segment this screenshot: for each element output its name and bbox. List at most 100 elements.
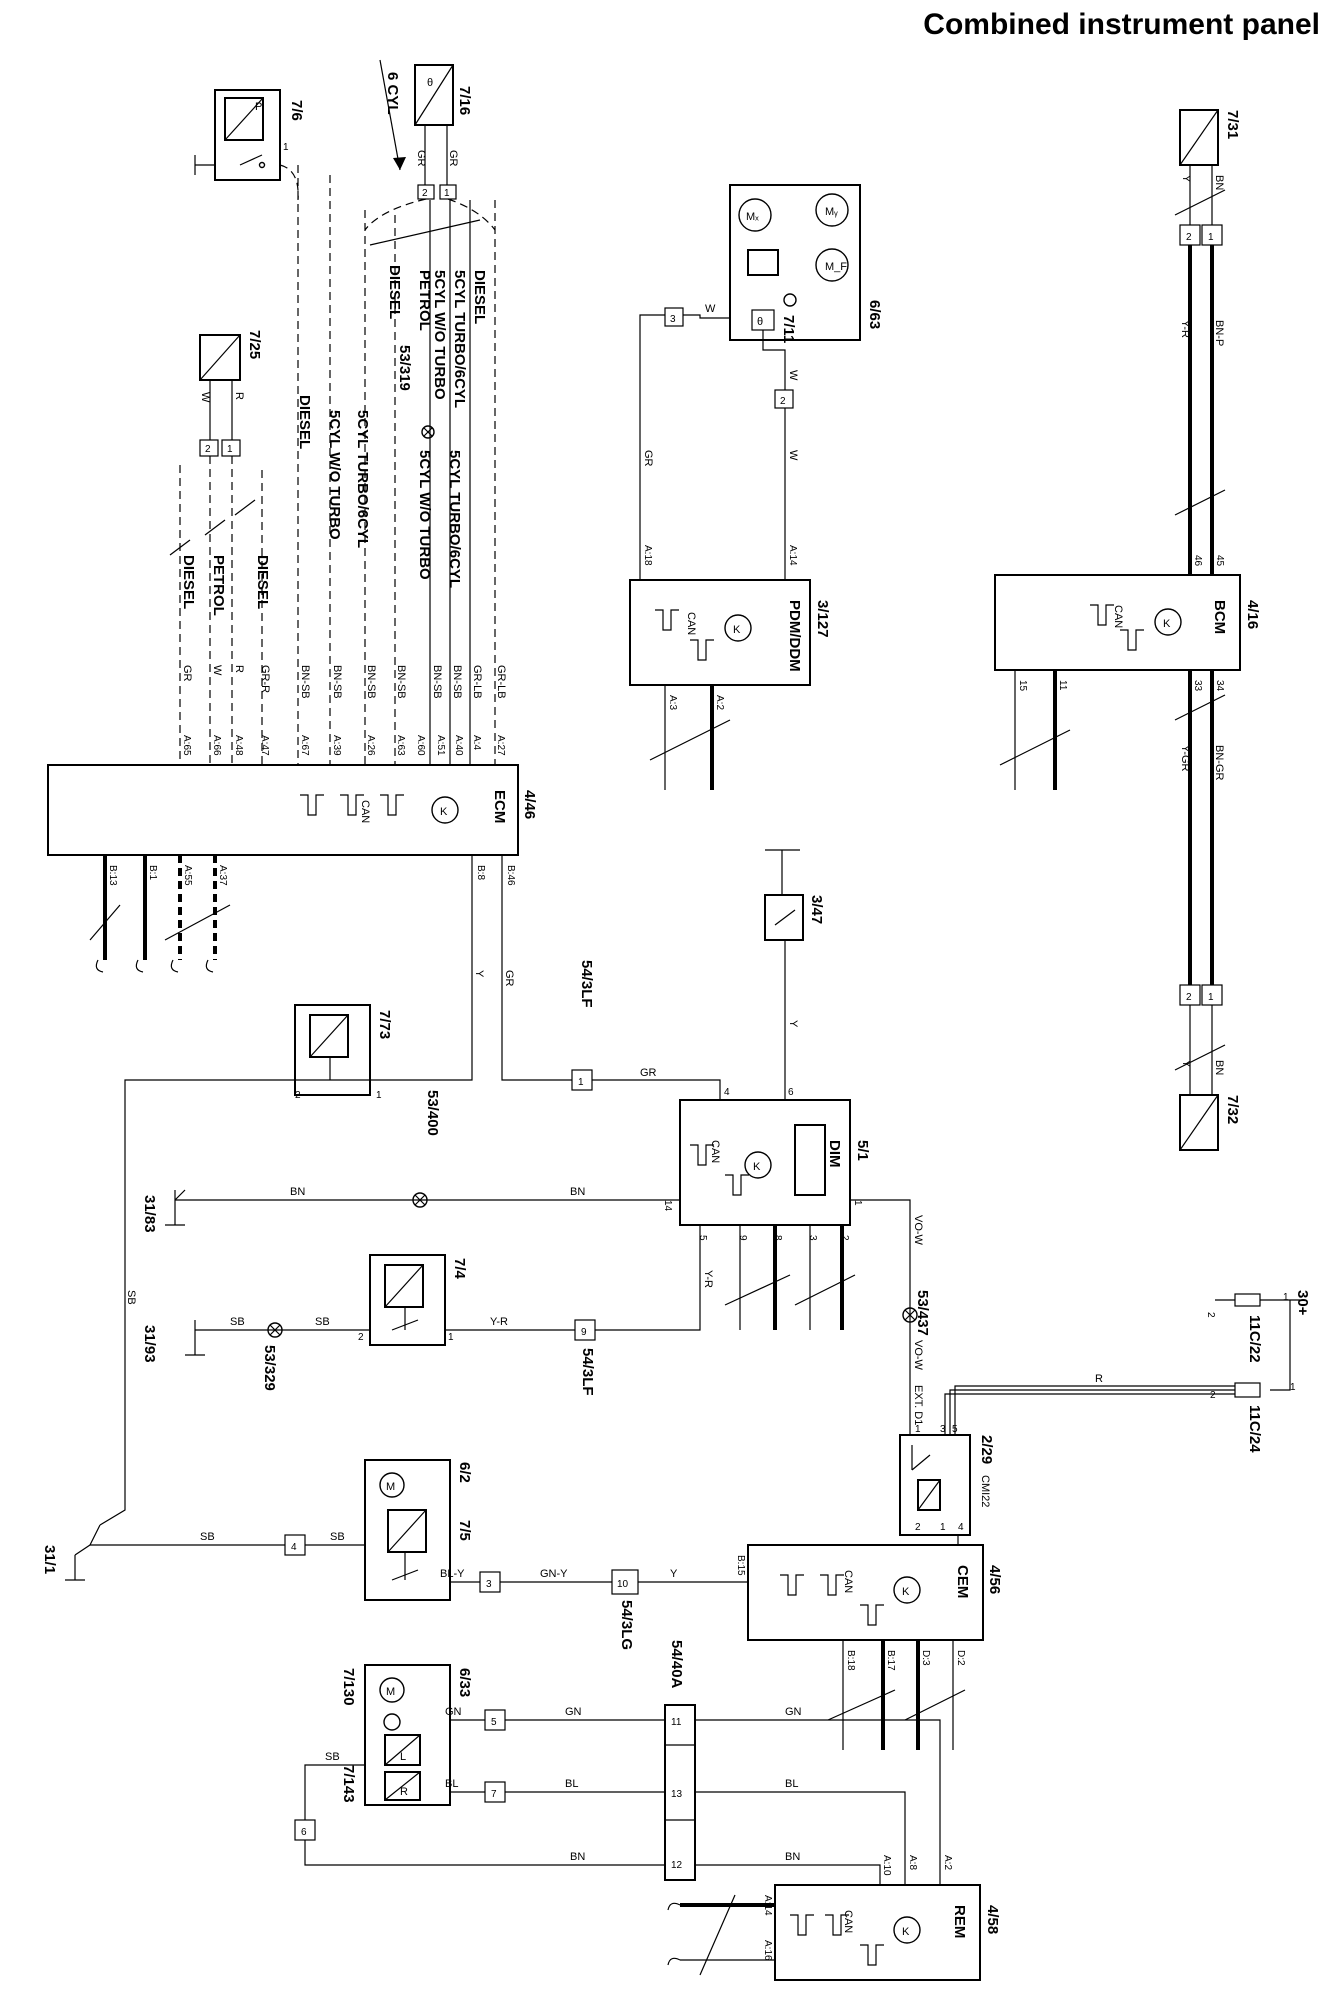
- svg-text:BN-SB: BN-SB: [331, 665, 343, 699]
- motor-6-33: M 6/33 7/130 L R 7/143: [340, 1664, 473, 1806]
- svg-text:31/93: 31/93: [141, 1325, 158, 1363]
- svg-text:7/4: 7/4: [451, 1258, 468, 1280]
- sb-ground-circuit: 31/93 SB SB 53/329 Y-R 9 Y-R 54/3LF SB: [125, 1225, 714, 1396]
- svg-text:3: 3: [940, 1424, 946, 1435]
- label-7-6: 7/6: [288, 100, 305, 121]
- svg-text:GR: GR: [181, 665, 193, 682]
- svg-text:6: 6: [788, 1087, 794, 1098]
- svg-text:SB: SB: [200, 1531, 215, 1543]
- svg-text:1: 1: [444, 188, 450, 199]
- svg-text:D:2: D:2: [955, 1650, 966, 1666]
- svg-text:Y-GR: Y-GR: [1179, 745, 1191, 772]
- svg-text:BN-SB: BN-SB: [365, 665, 377, 699]
- rem-module: K REM 4/58 CAN A:14 A:16: [667, 1884, 1001, 1981]
- svg-text:SB: SB: [315, 1316, 330, 1328]
- svg-text:Y: Y: [670, 1568, 678, 1580]
- svg-text:1: 1: [1290, 1382, 1296, 1393]
- svg-text:CAN: CAN: [842, 1910, 854, 1933]
- svg-text:13: 13: [671, 1789, 683, 1800]
- svg-text:9: 9: [581, 1327, 587, 1338]
- switch-3-47: 3/47 Y: [764, 849, 825, 1100]
- svg-text:A:27: A:27: [495, 735, 506, 756]
- cem-module: K CEM 4/56 CAN B:15 B:18 B:17 D:3 D:2: [735, 1544, 1003, 1750]
- sensor-7-25: 7/25 W R 2 1: [199, 330, 263, 457]
- ecm-pin-labels: GR W R GR-R BN-SB BN-SB BN-SB BN-SB BN-S…: [181, 665, 507, 756]
- svg-text:A:60: A:60: [415, 735, 426, 756]
- svg-text:6/2: 6/2: [456, 1462, 473, 1483]
- svg-text:7: 7: [491, 1789, 497, 1800]
- fuse-circuit: 2 1 30+ 11C/22 1 11C/24 R 2: [944, 1290, 1311, 1453]
- svg-text:A:66: A:66: [211, 735, 222, 756]
- svg-text:4/58: 4/58: [984, 1905, 1001, 1934]
- ecm-ref: 4/46: [521, 790, 538, 819]
- svg-text:BL: BL: [785, 1778, 798, 1790]
- svg-text:5: 5: [697, 1235, 708, 1241]
- svg-text:5CYL W/O TURBO: 5CYL W/O TURBO: [431, 270, 448, 400]
- ground-31-83-circuit: 31/83 BN BN 53/400: [141, 1090, 680, 1233]
- svg-text:PDM/DDM: PDM/DDM: [786, 600, 803, 672]
- svg-text:33: 33: [1192, 680, 1203, 692]
- svg-text:Mₓ: Mₓ: [746, 211, 759, 223]
- svg-text:31/1: 31/1: [41, 1545, 58, 1574]
- svg-text:5CYL W/O TURBO: 5CYL W/O TURBO: [326, 410, 343, 540]
- svg-text:BN-SB: BN-SB: [395, 665, 407, 699]
- svg-text:7/11: 7/11: [780, 315, 797, 343]
- svg-text:L: L: [400, 1751, 406, 1763]
- svg-text:B:17: B:17: [885, 1650, 896, 1671]
- svg-text:11: 11: [1057, 680, 1068, 691]
- svg-text:A:65: A:65: [181, 735, 192, 756]
- wire-label: W: [199, 392, 211, 403]
- svg-text:R: R: [233, 665, 245, 673]
- svg-text:DIM: DIM: [826, 1140, 843, 1168]
- svg-text:7/5: 7/5: [456, 1520, 473, 1541]
- svg-text:2: 2: [358, 1332, 364, 1343]
- svg-text:45: 45: [1214, 555, 1225, 567]
- sensor-7-73: 7/73 2 1: [294, 1004, 393, 1101]
- svg-text:1: 1: [940, 1522, 946, 1533]
- svg-text:2/29: 2/29: [978, 1435, 995, 1464]
- svg-text:46: 46: [1192, 555, 1203, 567]
- svg-text:BL: BL: [445, 1778, 458, 1790]
- svg-text:2: 2: [205, 444, 211, 455]
- svg-text:4/16: 4/16: [1244, 600, 1261, 629]
- svg-text:31/83: 31/83: [141, 1195, 158, 1233]
- sensor-7-6: P 7/6 1: [194, 89, 305, 181]
- svg-text:BN-SB: BN-SB: [299, 665, 311, 699]
- svg-text:SB: SB: [330, 1531, 345, 1543]
- svg-text:34: 34: [1214, 680, 1225, 692]
- svg-text:K: K: [902, 1586, 910, 1598]
- sensor-7-4: 7/4 2 1: [358, 1254, 468, 1346]
- svg-text:14: 14: [662, 1200, 673, 1212]
- svg-text:BN-P: BN-P: [1213, 320, 1225, 346]
- dim-module: K DIM 5/1 CAN 4 6 14 1 5 9 8 3 2: [662, 1087, 871, 1330]
- ecm-dim-wires: Y GR 1 GR 54/3LF: [99, 855, 721, 1526]
- wire-label: R: [233, 392, 245, 400]
- svg-text:CAN: CAN: [685, 612, 697, 635]
- svg-text:1: 1: [1208, 232, 1214, 243]
- relay-2-29: 2/29 CMI22 1 3 5 2 1 4: [899, 1424, 995, 1545]
- svg-text:5: 5: [491, 1717, 497, 1728]
- svg-text:BN-SB: BN-SB: [431, 665, 443, 699]
- svg-text:W: W: [211, 665, 223, 676]
- svg-text:A:67: A:67: [299, 735, 310, 756]
- svg-text:9: 9: [737, 1235, 748, 1241]
- svg-text:2: 2: [422, 188, 428, 199]
- svg-text:3: 3: [807, 1235, 818, 1241]
- svg-text:BN: BN: [1213, 1060, 1225, 1075]
- svg-text:A:39: A:39: [331, 735, 342, 756]
- svg-text:5CYL TURBO/6CYL: 5CYL TURBO/6CYL: [451, 270, 468, 408]
- svg-text:10: 10: [617, 1579, 629, 1590]
- label-7-16: 7/16: [456, 86, 473, 115]
- svg-text:CAN: CAN: [709, 1140, 721, 1163]
- svg-text:Y-R: Y-R: [702, 1270, 714, 1288]
- svg-text:7/32: 7/32: [1224, 1095, 1241, 1124]
- svg-text:GN: GN: [785, 1706, 802, 1718]
- svg-text:2: 2: [1205, 1312, 1216, 1318]
- svg-text:1: 1: [376, 1090, 382, 1101]
- svg-text:5/1: 5/1: [854, 1140, 871, 1161]
- svg-text:A:16: A:16: [762, 1940, 773, 1961]
- bcm-lower-wires: Y-GR BN-GR 2 1 Y BN: [1174, 670, 1226, 1095]
- svg-text:7/31: 7/31: [1224, 110, 1241, 139]
- svg-text:11C/24: 11C/24: [1246, 1405, 1263, 1453]
